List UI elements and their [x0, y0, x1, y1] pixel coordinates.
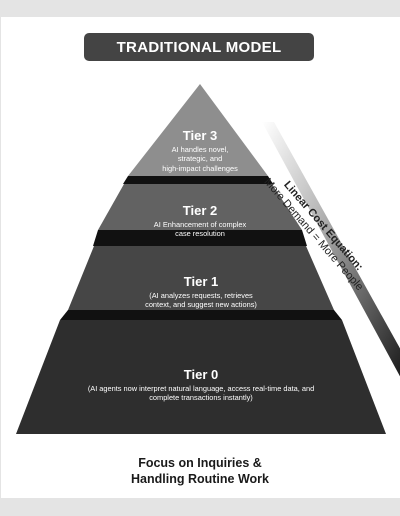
tier-3-desc-line: high-impact challenges	[162, 163, 238, 173]
tier-0-desc-line: (AI agents now interpret natural languag…	[87, 384, 315, 393]
footer-line-2: Handling Routine Work	[131, 472, 269, 486]
tier-0-desc-line: complete transactions instantly)	[149, 393, 253, 403]
tier-1-desc-line: (AI analyzes requests, retrieves	[149, 291, 253, 300]
tier-1-desc-line: context, and suggest new actions)	[145, 300, 257, 310]
tier-1-description: (AI analyzes requests, retrieves context…	[145, 291, 257, 310]
footer-caption: Focus on Inquiries & Handling Routine Wo…	[0, 455, 400, 487]
gap-slab-3	[60, 310, 342, 320]
tier-2-desc-line: AI Enhancement of complex	[153, 220, 247, 229]
tier-1-label: Tier 1 (AI analyzes requests, retrieves …	[145, 274, 257, 310]
tier-0-description: (AI agents now interpret natural languag…	[51, 384, 351, 403]
tier-3-description: AI handles novel, strategic, and high-im…	[162, 145, 238, 173]
tier-3-desc-line: strategic, and	[177, 154, 223, 164]
tier-2-label: Tier 2 AI Enhancement of complex case re…	[154, 203, 246, 239]
gap-slab-1	[123, 176, 273, 184]
gap-slab-2	[93, 230, 307, 246]
tier-2-shape	[98, 184, 302, 230]
page-title: TRADITIONAL MODEL	[84, 33, 314, 61]
tier-0-name: Tier 0	[183, 367, 219, 382]
tier-2-description: AI Enhancement of complex case resolutio…	[154, 220, 246, 239]
tier-3-label: Tier 3 AI handles novel, strategic, and …	[162, 128, 238, 173]
tier-1-shape	[68, 246, 334, 310]
tier-0-label: Tier 0 (AI agents now interpret natural …	[51, 367, 351, 403]
tier-2-desc-line: case resolution	[175, 229, 225, 239]
tier-0-shape	[16, 320, 386, 434]
tier-2-name: Tier 2	[182, 203, 218, 218]
footer-line-1: Focus on Inquiries &	[138, 456, 262, 470]
tier-3-desc-line: AI handles novel,	[171, 145, 229, 154]
tier-1-name: Tier 1	[183, 274, 219, 289]
tier-3-name: Tier 3	[182, 128, 218, 143]
cost-arrow-band	[262, 122, 400, 377]
tier-3-shape	[128, 84, 268, 176]
